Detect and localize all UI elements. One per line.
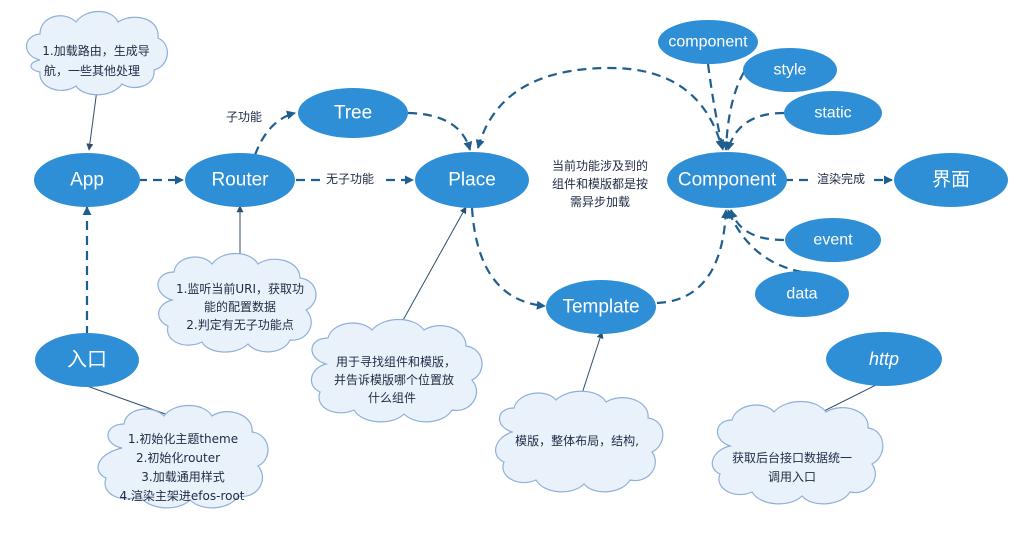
svg-text:Router: Router <box>211 170 269 191</box>
edge-place-template <box>470 207 546 310</box>
node-http: http <box>826 332 942 386</box>
node-component-small: component <box>658 20 758 64</box>
svg-text:入口: 入口 <box>67 349 107 371</box>
svg-text:能的配置数据: 能的配置数据 <box>204 299 276 314</box>
edge-data <box>726 209 803 274</box>
svg-text:2.初始化router: 2.初始化router <box>136 451 220 465</box>
svg-text:1.初始化主题theme: 1.初始化主题theme <box>128 432 238 446</box>
edge-style <box>721 71 745 151</box>
edge-event <box>729 209 785 242</box>
node-static: static <box>784 91 882 135</box>
node-template: Template <box>546 280 656 334</box>
svg-text:Place: Place <box>448 170 496 191</box>
node-router: Router <box>185 153 295 207</box>
node-place: Place <box>415 152 529 208</box>
svg-text:当前功能涉及到的: 当前功能涉及到的 <box>552 158 648 173</box>
svg-text:event: event <box>813 232 853 249</box>
edge-component-small <box>706 63 726 151</box>
edge-tree-place <box>407 111 473 151</box>
node-data: data <box>755 271 849 317</box>
svg-text:App: App <box>70 170 104 191</box>
edge-place-component <box>475 66 725 149</box>
svg-text:组件和模版都是按: 组件和模版都是按 <box>552 177 648 191</box>
svg-text:4.渲染主架进efos-root: 4.渲染主架进efos-root <box>119 488 244 503</box>
node-style: style <box>743 48 837 92</box>
svg-text:无子功能: 无子功能 <box>326 172 374 186</box>
cloud-app: 1.加载路由，生成导 航，一些其他处理 <box>25 10 168 96</box>
cloud-template: 模版，整体布局，结构, <box>495 390 664 493</box>
svg-text:component: component <box>668 34 748 51</box>
label-sub-feature: 子功能 <box>222 108 266 126</box>
svg-text:渲染完成: 渲染完成 <box>817 171 865 186</box>
svg-text:界面: 界面 <box>932 170 970 191</box>
svg-text:Template: Template <box>562 297 639 318</box>
node-component: Component <box>667 152 787 208</box>
svg-text:data: data <box>786 286 817 303</box>
svg-text:static: static <box>814 105 851 122</box>
svg-text:style: style <box>774 62 807 79</box>
label-render-done: 渲染完成 <box>810 170 872 188</box>
svg-text:航，一些其他处理: 航，一些其他处理 <box>44 63 140 78</box>
node-app: App <box>34 153 140 207</box>
svg-text:1.加载路由，生成导: 1.加载路由，生成导 <box>42 43 149 58</box>
note-async-load: 当前功能涉及到的 组件和模版都是按 需异步加载 <box>552 158 648 209</box>
svg-text:2.判定有无子功能点: 2.判定有无子功能点 <box>186 317 293 332</box>
edge-template-component <box>656 209 731 305</box>
svg-text:3.加载通用样式: 3.加载通用样式 <box>141 469 224 484</box>
node-tree: Tree <box>298 88 408 138</box>
edge-static <box>725 111 785 151</box>
svg-text:需异步加载: 需异步加载 <box>570 195 630 209</box>
svg-text:子功能: 子功能 <box>226 110 262 124</box>
svg-text:并告诉模版哪个位置放: 并告诉模版哪个位置放 <box>334 372 454 387</box>
cloud-place: 用于寻找组件和模版， 并告诉模版哪个位置放 什么组件 <box>310 319 483 423</box>
node-jiemian: 界面 <box>894 153 1008 207</box>
svg-text:什么组件: 什么组件 <box>368 391 416 405</box>
cloud-entry: 1.初始化主题theme 2.初始化router 3.加载通用样式 4.渲染主架… <box>97 404 269 509</box>
edge-router-tree <box>253 110 296 156</box>
svg-text:模版，整体布局，结构,: 模版，整体布局，结构, <box>515 433 639 448</box>
node-event: event <box>785 218 881 262</box>
label-no-sub-feature: 无子功能 <box>320 170 380 188</box>
svg-text:获取后台接口数据统一: 获取后台接口数据统一 <box>732 450 852 465</box>
svg-text:用于寻找组件和模版，: 用于寻找组件和模版， <box>336 355 456 369</box>
svg-text:1.监听当前URI，获取功: 1.监听当前URI，获取功 <box>176 281 304 296</box>
node-entry: 入口 <box>35 333 139 387</box>
cloud-http: 获取后台接口数据统一 调用入口 <box>711 401 884 505</box>
cloud-router: 1.监听当前URI，获取功 能的配置数据 2.判定有无子功能点 <box>157 252 317 353</box>
svg-text:Component: Component <box>678 170 777 191</box>
svg-text:Tree: Tree <box>334 103 372 124</box>
line-placecloud-place <box>391 206 467 341</box>
svg-text:http: http <box>869 349 899 369</box>
svg-text:调用入口: 调用入口 <box>768 470 816 484</box>
